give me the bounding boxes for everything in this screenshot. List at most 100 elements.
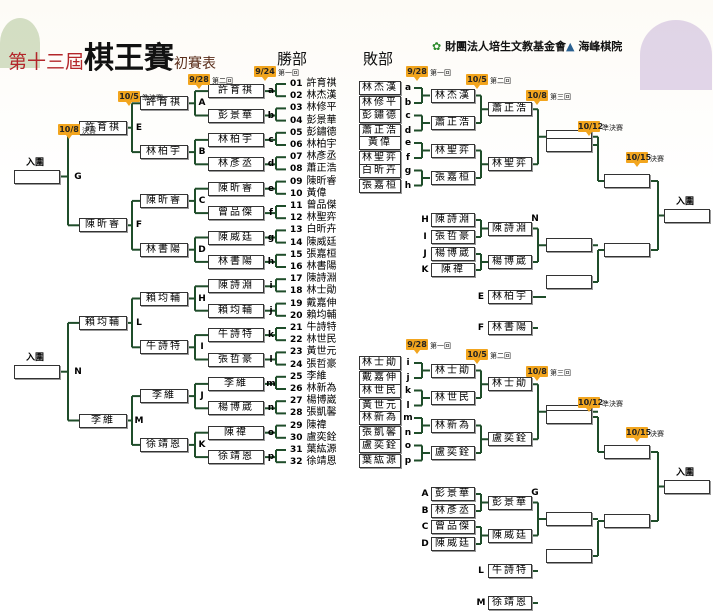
player-name: 林彥丞 [306, 151, 337, 163]
player-name-box: 楊博崴 [431, 247, 475, 261]
final-slot [604, 243, 650, 257]
right-hill-decoration [640, 20, 712, 90]
date-tag: 10/8 [526, 366, 548, 381]
player-name-box: 林士勛 [359, 356, 401, 370]
match-label: H [421, 215, 429, 225]
match-label: k [268, 330, 274, 341]
round-label: 準決賽 [142, 94, 163, 102]
player-name-box: 張嘉桓 [359, 178, 401, 193]
player-name: 陳威廷 [306, 236, 337, 248]
seed-number: 29 [290, 420, 303, 431]
match-label: D [421, 539, 429, 549]
player-name-box: 林書陽 [140, 242, 188, 257]
player-name-box: 許育祺 [140, 96, 188, 111]
match-label: d [404, 125, 412, 136]
seed-number: 16 [290, 262, 303, 272]
round-label: 準決賽 [602, 124, 623, 132]
seed-number: 03 [290, 103, 303, 114]
player-name-box: 彭鏽德 [359, 108, 401, 123]
round-result-slot [546, 512, 592, 526]
player-name-box: 白昕卉 [359, 163, 401, 178]
player-name: 張凱馨 [306, 407, 337, 419]
seed-number: 06 [290, 140, 303, 150]
seed-number: 15 [290, 249, 303, 260]
semifinal-slot [546, 549, 592, 563]
match-label: h [404, 180, 412, 191]
match-label: a [267, 86, 275, 97]
player-name-box: 蕭正浩 [488, 102, 532, 117]
player-name-box: 林士勛 [488, 377, 532, 392]
player-name-box: 林杰漢 [431, 88, 475, 103]
round-label: 第三回 [550, 369, 571, 377]
clover-icon: ✿ [432, 40, 442, 53]
date-tag: 10/12 [578, 121, 604, 136]
match-label: j [406, 373, 410, 383]
player-name-box: 彭景華 [488, 495, 532, 510]
player-name-box: 李維 [79, 413, 127, 428]
player-name: 林世民 [306, 334, 337, 346]
player-name: 徐靖恩 [306, 456, 337, 468]
player-name-box: 林杰漢 [359, 81, 401, 95]
player-name-box: 陳昕睿 [79, 218, 127, 233]
round-result-slot [546, 238, 592, 253]
player-name-box: 林聖弈 [359, 151, 401, 165]
match-label: N [531, 214, 539, 224]
player-name-box: 林彥丞 [208, 157, 264, 172]
seed-number: 02 [290, 91, 303, 102]
player-name-box: 陳禕 [208, 425, 264, 440]
losers-heading: 敗部 [363, 50, 394, 68]
match-label: h [267, 256, 275, 267]
player-name-box: 林聖弈 [488, 157, 532, 172]
qualifier-slot-box [664, 208, 710, 223]
player-name-box: 林新為 [359, 411, 401, 425]
player-name: 曾品傑 [306, 200, 337, 211]
seed-number: 23 [290, 347, 303, 358]
round-label: 決賽 [82, 127, 96, 135]
player-name-box: 彭景華 [208, 108, 264, 123]
player-name-box: 陳昕睿 [140, 193, 188, 208]
seed-number: 10 [290, 188, 303, 199]
match-label: B [421, 506, 429, 516]
match-label: K [198, 439, 206, 450]
player-name-box: 陳詩淵 [208, 279, 264, 294]
player-name-box: 徐靖恩 [208, 450, 264, 465]
match-label: l [269, 354, 273, 365]
round-label: 第一回 [278, 69, 299, 77]
match-label: G [74, 171, 82, 182]
player-name: 盧奕銓 [306, 431, 337, 443]
match-label: o [267, 427, 275, 438]
player-name-box: 林柏宇 [140, 145, 188, 160]
date-tag: 10/8 [526, 90, 548, 105]
player-name-box: 陳詩淵 [431, 213, 475, 227]
player-name: 彭鏽德 [306, 126, 337, 138]
player-name-box: 盧奕銓 [431, 446, 475, 460]
seed-number: 27 [290, 396, 303, 407]
round-label: 第一回 [430, 342, 451, 350]
player-name-box: 盧奕銓 [359, 438, 401, 453]
match-label: i [269, 281, 273, 292]
match-label: f [269, 208, 273, 219]
player-name-box: 黃偉 [359, 136, 401, 150]
match-label: M [134, 415, 144, 426]
match-label: F [477, 323, 485, 333]
date-tag: 9/28 [406, 66, 428, 81]
player-name-box: 徐靖恩 [488, 596, 532, 610]
date-tag: 9/28 [188, 74, 210, 89]
seed-number: 01 [290, 79, 303, 89]
